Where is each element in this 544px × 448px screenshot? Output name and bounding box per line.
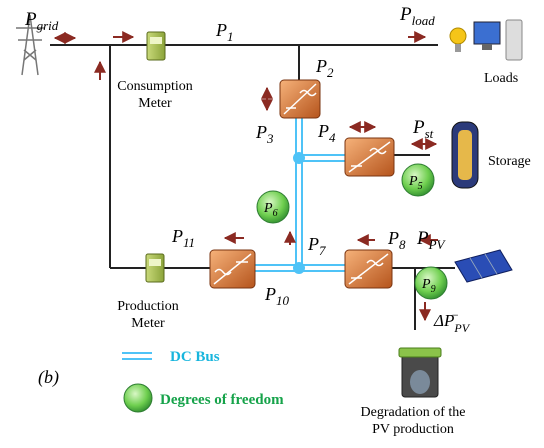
label-p5: P5 [408,174,423,192]
label-p1: P1 [215,20,234,44]
label-p11: P11 [171,226,195,250]
label-p7: P7 [307,234,326,258]
legend-dof-circle [123,383,153,413]
storage-label: Storage [488,154,531,169]
degradation-bin-icon [398,347,442,398]
flow-arrows [53,31,438,322]
consumption-meter-label-2: Meter [138,96,172,111]
converter-production [209,249,256,289]
production-meter-icon [145,253,165,283]
label-p4: P4 [317,121,336,145]
label-p8: P8 [387,228,406,252]
dof-circle-p9 [414,266,448,300]
consumption-meter-icon [146,31,166,61]
panel-label: (b) [38,367,59,388]
dof-circle-p6 [256,190,290,224]
label-p2: P2 [315,56,334,80]
dc-bus [255,118,345,274]
converter-ac-dc-top [279,79,321,119]
production-meter-label: Production [117,299,178,314]
label-p9: P9 [421,277,436,295]
legend-dc-bus-line [122,352,152,360]
dof-circle-p5 [401,163,435,197]
label-p-load: Pload [399,4,435,28]
loads-icon [449,19,523,61]
legend-degrees-of-freedom: Degrees of freedom [160,392,284,408]
production-meter-label-2: Meter [131,316,165,331]
label-p-pv: PPV [416,228,447,252]
storage-battery-icon [451,121,479,189]
label-p-st: Pst [412,117,434,141]
ac-wiring [50,44,455,330]
label-p10: P10 [264,284,290,308]
label-p3: P3 [255,122,274,146]
loads-label: Loads [484,71,518,86]
converter-storage [344,137,395,177]
converter-pv [344,249,393,289]
degradation-label-2: PV production [372,422,454,437]
label-p-grid: Pgrid [24,9,59,33]
consumption-meter-label: Consumption [117,79,192,94]
legend-dc-bus: DC Bus [170,349,220,365]
label-delta-p-pv: ΔPPV− [433,308,471,335]
label-p6: P6 [263,201,278,219]
degradation-label: Degradation of the [361,405,466,420]
grid-tower-icon [16,14,44,76]
pv-panel-icon [454,249,513,283]
